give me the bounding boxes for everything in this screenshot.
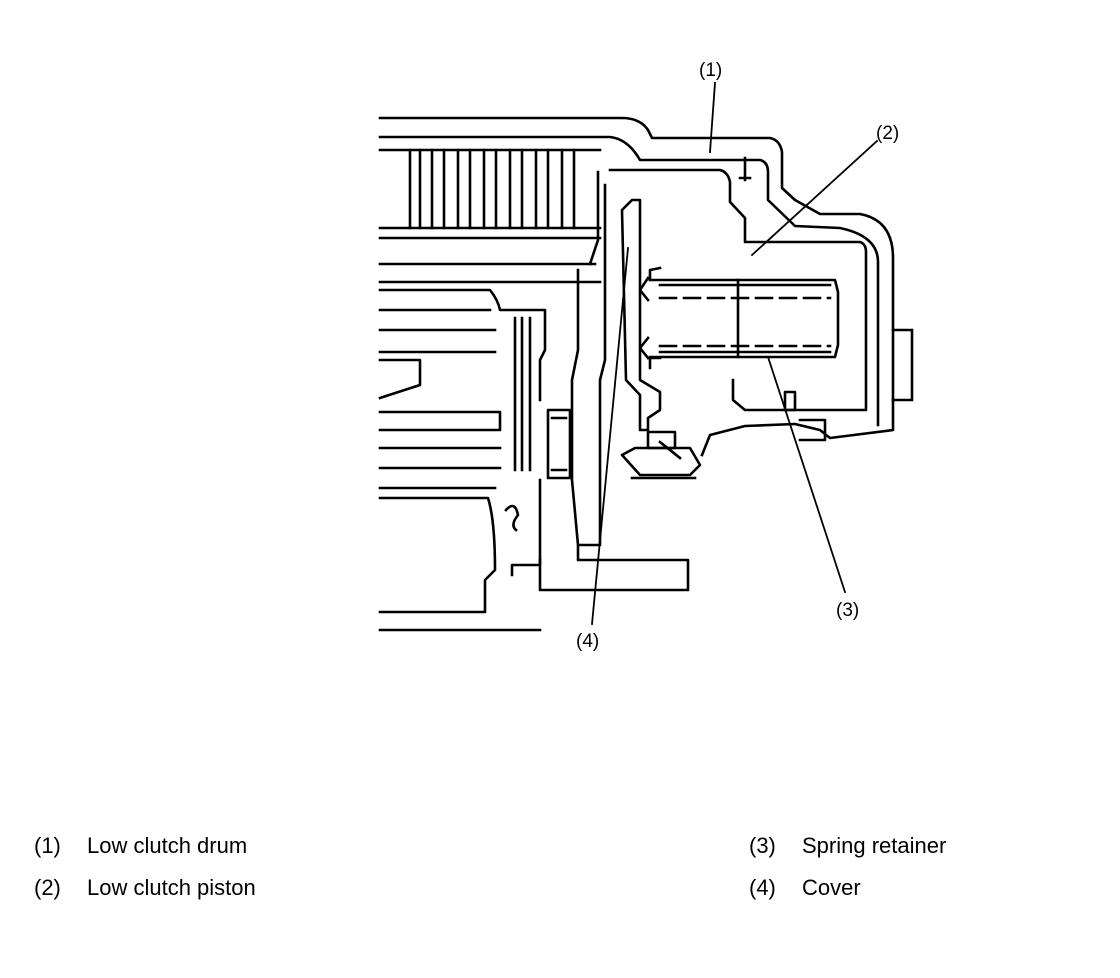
legend-label: Low clutch drum bbox=[87, 833, 248, 858]
leader-line-1 bbox=[709, 82, 716, 153]
legend-item-2: (2) Low clutch piston bbox=[34, 876, 256, 900]
leader-lines bbox=[591, 82, 879, 625]
callout-1: (1) bbox=[699, 60, 723, 81]
leader-line-4 bbox=[591, 247, 629, 625]
clutch-plates bbox=[378, 148, 602, 284]
callout-4: (4) bbox=[576, 631, 600, 652]
hub-and-shaft bbox=[378, 288, 572, 632]
callout-2: (2) bbox=[876, 123, 900, 144]
piston-web bbox=[538, 156, 868, 592]
legend-label: Low clutch piston bbox=[87, 875, 256, 900]
legend-item-4: (4) Cover bbox=[749, 876, 861, 900]
callout-3: (3) bbox=[836, 600, 860, 621]
legend-item-3: (3) Spring retainer bbox=[749, 834, 946, 858]
bracket bbox=[783, 390, 827, 442]
legend-number: (2) bbox=[34, 875, 61, 900]
clutch-cross-section-drawing bbox=[378, 82, 914, 632]
leader-line-3 bbox=[766, 355, 847, 594]
leader-line-2 bbox=[750, 139, 879, 257]
legend-label: Spring retainer bbox=[802, 833, 947, 858]
legend-item-1: (1) Low clutch drum bbox=[34, 834, 247, 858]
legend-number: (3) bbox=[749, 833, 776, 858]
legend-number: (1) bbox=[34, 833, 61, 858]
legend-label: Cover bbox=[802, 875, 861, 900]
lower-seal bbox=[620, 440, 702, 480]
legend-number: (4) bbox=[749, 875, 776, 900]
spring-retainer-and-springs bbox=[638, 266, 840, 370]
drum-outer-shell bbox=[378, 116, 914, 457]
cover-plate bbox=[620, 198, 677, 450]
